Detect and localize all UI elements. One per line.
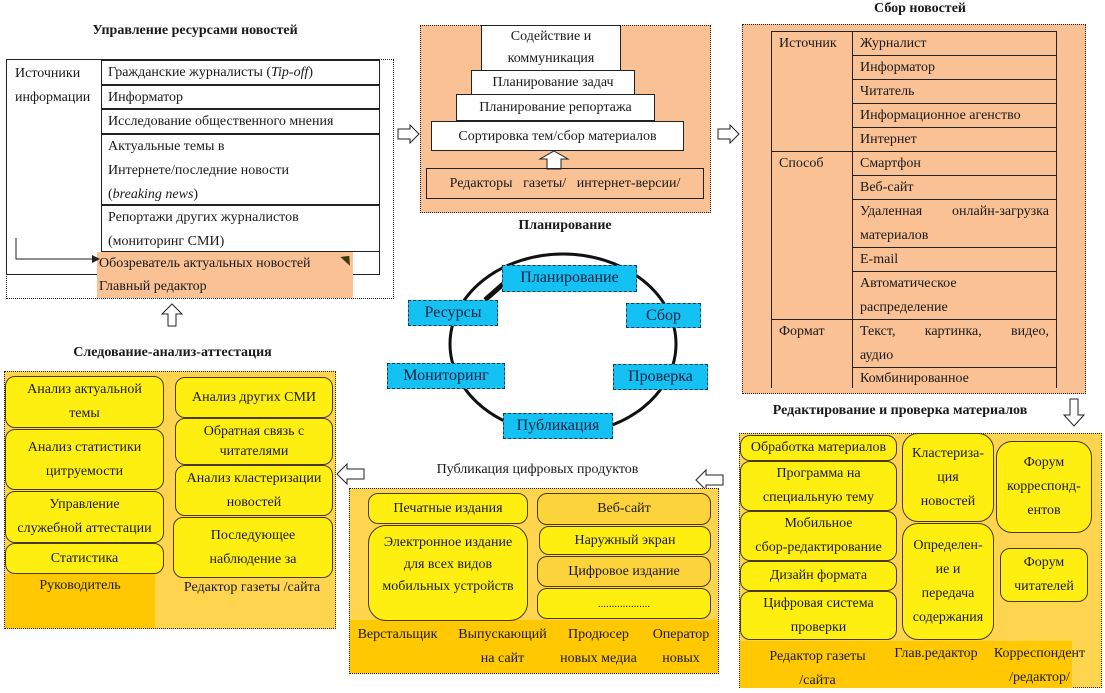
right-arrow-icon-2 bbox=[717, 124, 740, 144]
pub-item-outdoor-screen: Наружный экран bbox=[539, 526, 711, 555]
sources-label-line1: Источники bbox=[15, 66, 81, 81]
role-news-observer: Обозреватель актуальных новостей bbox=[99, 256, 311, 271]
monitoring-title: Следование-анализ-аттестация bbox=[73, 345, 272, 360]
cycle-node-collection: Сбор bbox=[626, 303, 701, 328]
pub-item-print: Печатные издания bbox=[368, 493, 528, 524]
planning-title: Планирование bbox=[518, 218, 612, 233]
source-citizen-journalists: Гражданские журналисты (Tip-off) bbox=[101, 60, 380, 85]
role-editing-site-editor: Редактор газеты/сайта bbox=[769, 649, 866, 688]
collection-item: Смартфон bbox=[853, 152, 1056, 176]
collection-table-top bbox=[771, 31, 1056, 32]
collection-item: Веб-сайт bbox=[853, 176, 1056, 200]
sources-label-line2: информации bbox=[15, 90, 91, 105]
role-site-editor: Редактор газеты /сайта bbox=[183, 580, 321, 595]
group-label-method: Способ bbox=[779, 156, 824, 171]
collection-group-sep-1 bbox=[771, 151, 853, 152]
up-arrow-icon-planning bbox=[538, 150, 570, 170]
publication-title: Публикация цифровых продуктов bbox=[436, 462, 639, 477]
publication-roles-bg bbox=[350, 620, 718, 673]
feedback-arrow-icon bbox=[15, 238, 350, 266]
collection-item: Читатель bbox=[853, 80, 1056, 104]
pyramid-task-planning: Планирование задач bbox=[471, 70, 635, 95]
pub-item-digital-edition: Цифровое издание bbox=[537, 556, 711, 587]
role-layout-designer: Верстальщик bbox=[357, 627, 438, 642]
cycle-node-verification: Проверка bbox=[613, 364, 708, 390]
collection-item: Комбинированное bbox=[860, 371, 969, 386]
pyramid-cooperation: Содействие и коммуникация bbox=[481, 25, 621, 72]
role-chief-editor: Главный редактор bbox=[99, 279, 207, 294]
cycle-node-planning: Планирование bbox=[502, 265, 637, 292]
collection-group-sep-2 bbox=[771, 319, 853, 320]
collection-item: Интернет bbox=[853, 128, 1056, 152]
editing-roles-bg bbox=[740, 641, 1072, 688]
collection-item: Удаленная онлайн-загрузка материалов bbox=[853, 200, 1056, 248]
role-correspondent: Корреспондент/редактор/ bbox=[993, 646, 1086, 685]
monitor-item: Статистика bbox=[5, 543, 164, 574]
collection-item: Информатор bbox=[853, 56, 1056, 80]
source-other-journalists: Репортажи других журналистов (мониторинг… bbox=[101, 205, 380, 252]
group-label-source: Источник bbox=[779, 36, 837, 51]
collection-table-left-border bbox=[771, 31, 772, 388]
group-label-format: Формат bbox=[779, 324, 825, 339]
edit-item: Дизайн формата bbox=[740, 561, 897, 591]
collection-item: Журналист bbox=[853, 32, 1056, 56]
monitor-item: Анализ других СМИ bbox=[175, 377, 333, 418]
source-informant: Информатор bbox=[101, 85, 380, 109]
right-arrow-icon bbox=[397, 124, 420, 144]
down-arrow-icon bbox=[1063, 398, 1085, 427]
up-arrow-icon bbox=[160, 303, 184, 327]
collection-item: Текст, картинка, видео, аудио bbox=[853, 320, 1056, 368]
planning-editors: Редакторы газеты/ интернет-версии/ bbox=[426, 168, 704, 199]
collection-title: Сбор новостей bbox=[874, 1, 966, 16]
sources-label: Источники информации bbox=[15, 62, 90, 110]
collection-panel bbox=[742, 24, 1086, 394]
pub-item-more: ................... bbox=[537, 588, 711, 619]
pyramid-report-planning: Планирование репортажа bbox=[456, 94, 655, 121]
cycle-node-publication: Публикация bbox=[503, 413, 613, 439]
monitoring-role-left-bg bbox=[5, 574, 155, 628]
resources-title: Управление ресурсами новостей bbox=[92, 23, 298, 38]
role-editing-chief-editor: Глав.редактор bbox=[894, 646, 978, 661]
cycle-node-resources: Ресурсы bbox=[408, 300, 498, 326]
collection-item: Информационное агенство bbox=[853, 104, 1056, 128]
editing-title: Редактирование и проверка материалов bbox=[772, 403, 1028, 418]
cycle-node-monitoring: Мониторинг bbox=[387, 363, 505, 389]
role-manager: Руководитель bbox=[39, 578, 121, 593]
edit-item: Обработка материалов bbox=[740, 435, 897, 461]
collection-table-divider bbox=[852, 31, 853, 388]
pub-item-website: Веб-сайт bbox=[537, 493, 711, 525]
source-hot-topics: Актуальные темы в Интернете/последние но… bbox=[101, 134, 380, 205]
resources-roles: Обозреватель актуальных новостей Главный… bbox=[97, 252, 353, 298]
collection-table-right-border bbox=[1056, 31, 1057, 388]
source-public-opinion: Исследование общественного мнения bbox=[101, 109, 380, 134]
left-arrow-icon bbox=[336, 463, 365, 485]
collection-item: E-mail bbox=[853, 248, 1056, 272]
collection-item: Автоматическое распределение bbox=[853, 272, 1056, 320]
pyramid-topic-sorting: Сортировка тем/сбор материалов bbox=[431, 121, 684, 151]
